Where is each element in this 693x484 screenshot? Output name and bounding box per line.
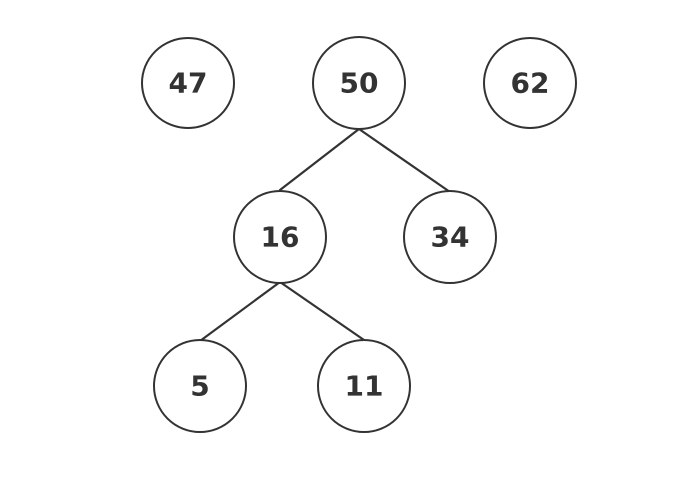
node-34: 34: [403, 190, 497, 284]
edge-50-34: [357, 127, 452, 194]
node-label: 47: [169, 67, 208, 100]
node-label: 62: [511, 67, 550, 100]
node-62: 62: [483, 37, 577, 129]
node-50: 50: [312, 36, 406, 130]
node-47: 47: [141, 37, 235, 129]
node-label: 34: [431, 221, 470, 254]
node-label: 50: [340, 67, 379, 100]
edge-16-5: [198, 280, 282, 343]
edge-16-11: [278, 280, 366, 342]
edge-50-16: [278, 127, 361, 192]
node-label: 5: [190, 370, 209, 403]
node-16: 16: [233, 190, 327, 284]
node-label: 11: [345, 370, 384, 403]
node-11: 11: [317, 339, 411, 433]
node-5: 5: [153, 339, 247, 433]
node-label: 16: [261, 221, 300, 254]
